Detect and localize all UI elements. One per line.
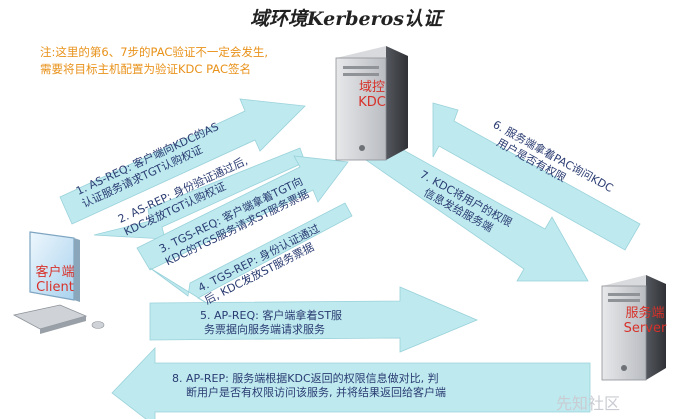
step-8-line-1: 8. AP-REP: 服务端根据KDC返回的权限信息做对比, 判 [172, 372, 439, 385]
client-label-cn: 客户端 [35, 265, 75, 280]
step-5-line-1: 5. AP-REQ: 客户端拿着ST服 [200, 309, 343, 322]
step-5-label: 5. AP-REQ: 客户端拿着ST服 务票据向服务端请求服务 [200, 309, 342, 337]
server-label: 服务端 Server [607, 306, 683, 336]
pac-note: 注:这里的第6、7步的PAC验证不一定会发生, 需要将目标主机配置为验证KDC … [40, 44, 340, 78]
server-label-en: Server [623, 321, 667, 336]
kdc-label-cn: 域控 [358, 80, 385, 95]
arrow-step-5 [149, 286, 479, 353]
server-label-cn: 服务端 [625, 306, 665, 321]
step-8-line-2: 断用户是否有权限访问该服务, 并将结果返回给客户端 [186, 386, 446, 399]
watermark: 先知社区 [556, 394, 621, 413]
kdc-server-icon [335, 46, 408, 161]
server-tower-icon [601, 275, 666, 381]
arrow-step-1 [59, 98, 306, 225]
step-5-line-2: 务票据向服务端请求服务 [204, 323, 325, 336]
client-computer-icon [12, 231, 105, 334]
step-8-label: 8. AP-REP: 服务端根据KDC返回的权限信息做对比, 判 断用户是否有权… [172, 372, 446, 400]
pac-note-line-2: 需要将目标主机配置为验证KDC PAC签名 [40, 62, 251, 76]
pac-note-line-1: 注:这里的第6、7步的PAC验证不一定会发生, [40, 45, 269, 59]
arrow-step-3 [136, 155, 349, 271]
client-label: 客户端 Client [26, 265, 84, 295]
kdc-label-en: KDC [358, 95, 386, 110]
diagram-title: 域环境Kerberos认证 [250, 8, 442, 30]
client-label-en: Client [36, 280, 74, 295]
arrow-step-6 [432, 102, 641, 251]
kdc-label: 域控 KDC [350, 80, 394, 110]
arrow-step-8 [111, 347, 591, 419]
